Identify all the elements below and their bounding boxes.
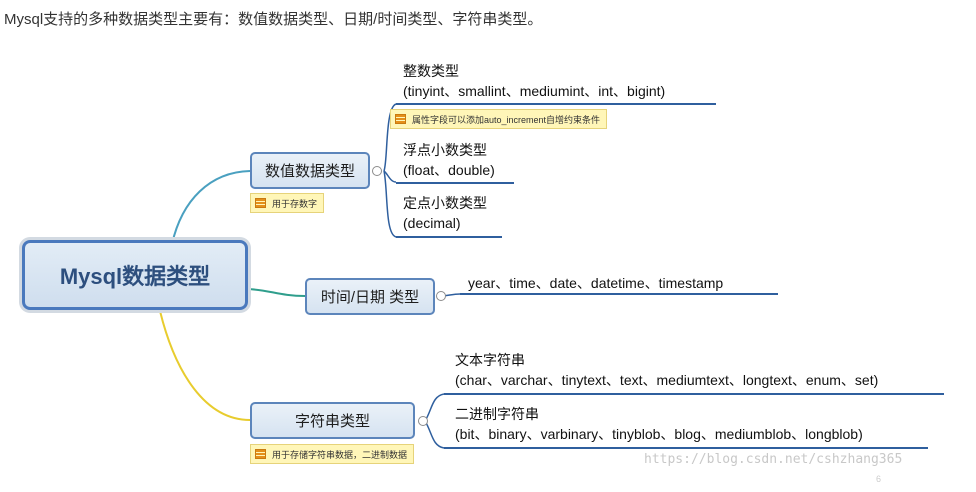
leaf-datetime-underline [460, 293, 778, 295]
leaf-binary-string[interactable]: 二进制字符串 (bit、binary、varbinary、tinyblob、bl… [455, 404, 863, 444]
collapse-string-button[interactable] [418, 416, 428, 426]
branch-numeric-label: 数值数据类型 [264, 163, 355, 180]
leaf-float-title: 浮点小数类型 [403, 142, 487, 158]
note-numeric-text: 用于存数字 [272, 198, 318, 209]
leaf-text-string-underline [444, 393, 944, 395]
note-string-text: 用于存储字符串数据，二进制数据 [272, 449, 408, 460]
branch-numeric-types[interactable]: 数值数据类型 [250, 152, 370, 189]
leaf-decimal-underline [396, 236, 502, 238]
leaf-integer-types[interactable]: 整数类型 (tinyint、smallint、mediumint、int、big… [403, 61, 665, 101]
connector-root-numeric [171, 170, 251, 245]
leaf-datetime-values[interactable]: year、time、date、datetime、timestamp [468, 273, 723, 293]
leaf-binary-string-underline [444, 447, 928, 449]
connector-numeric-int [383, 103, 397, 172]
leaf-text-string-title: 文本字符串 [455, 352, 525, 368]
collapse-numeric-button[interactable] [372, 166, 382, 176]
leaf-float-detail: (float、double) [403, 162, 495, 178]
leaf-text-string[interactable]: 文本字符串 (char、varchar、tinytext、text、medium… [455, 350, 878, 390]
leaf-float-underline [396, 182, 514, 184]
leaf-integer-underline [396, 103, 716, 105]
intro-text: Mysql支持的多种数据类型主要有：数值数据类型、日期/时间类型、字符串类型。 [4, 11, 543, 28]
leaf-integer-detail: (tinyint、smallint、mediumint、int、bigint) [403, 83, 666, 99]
collapse-datetime-button[interactable] [436, 291, 446, 301]
note-string: 用于存储字符串数据，二进制数据 [250, 444, 415, 464]
branch-string-types[interactable]: 字符串类型 [250, 402, 415, 439]
branch-datetime-label: 时间/日期 类型 [320, 289, 420, 306]
leaf-datetime-detail: year、time、date、datetime、timestamp [468, 275, 724, 291]
connector-numeric-float [383, 170, 397, 183]
connector-numeric-decimal [383, 170, 397, 238]
watermark: https://blog.csdn.net/cshzhang365 [644, 452, 903, 467]
note-icon [255, 449, 266, 459]
connector-root-datetime [247, 288, 306, 297]
note-icon [395, 114, 406, 124]
leaf-decimal-detail: (decimal) [403, 215, 461, 231]
branch-string-label: 字符串类型 [294, 413, 370, 430]
note-integer: 属性字段可以添加auto_increment自增约束条件 [390, 109, 608, 129]
connector-root-string [159, 310, 251, 421]
watermark-sub: 6 [876, 474, 882, 484]
leaf-binary-string-title: 二进制字符串 [455, 406, 539, 422]
connector-string-text [424, 393, 445, 422]
branch-datetime-types[interactable]: 时间/日期 类型 [305, 278, 435, 315]
connector-string-binary [424, 420, 445, 449]
leaf-text-string-detail: (char、varchar、tinytext、text、mediumtext、l… [455, 372, 879, 388]
leaf-decimal-title: 定点小数类型 [403, 195, 487, 211]
note-numeric: 用于存数字 [250, 193, 325, 213]
note-icon [255, 198, 266, 208]
leaf-float-types[interactable]: 浮点小数类型 (float、double) [403, 140, 495, 180]
leaf-decimal-types[interactable]: 定点小数类型 (decimal) [403, 193, 487, 233]
note-integer-text: 属性字段可以添加auto_increment自增约束条件 [412, 114, 601, 125]
root-node-label: Mysql数据类型 [59, 264, 211, 289]
root-node[interactable]: Mysql数据类型 [22, 240, 248, 310]
leaf-integer-title: 整数类型 [403, 63, 459, 79]
leaf-binary-string-detail: (bit、binary、varbinary、tinyblob、blog、medi… [455, 426, 863, 442]
